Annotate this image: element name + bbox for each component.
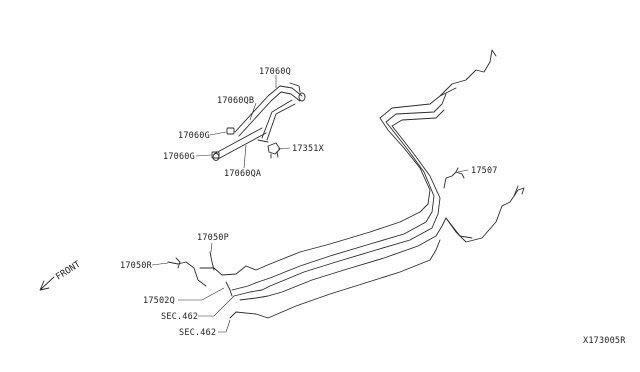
vent-tube-17507 <box>443 167 465 189</box>
callout-17050r: 17050R <box>120 261 153 271</box>
callout-17060qa: 17060QA <box>224 169 261 179</box>
main-tube-bundle <box>167 49 525 319</box>
callout-17507: 17507 <box>471 166 498 176</box>
drawing-number: X173005R <box>583 336 626 346</box>
callout-sec462-upper: SEC.462 <box>161 312 198 322</box>
leader-lines <box>151 75 469 333</box>
callout-17502q: 17502Q <box>143 296 175 306</box>
callout-17050p: 17050P <box>197 233 229 243</box>
callout-17060g-b: 17060G <box>163 152 195 162</box>
callout-17351x: 17351X <box>292 144 325 154</box>
front-label: FRONT <box>54 259 83 282</box>
callout-17060g-a: 17060G <box>178 131 210 141</box>
callout-17060q: 17060Q <box>259 67 291 77</box>
front-arrow-icon <box>39 276 55 291</box>
callout-17060qb: 17060QB <box>217 96 254 106</box>
callout-sec462-lower: SEC.462 <box>179 328 216 338</box>
hose-assembly <box>211 82 306 161</box>
